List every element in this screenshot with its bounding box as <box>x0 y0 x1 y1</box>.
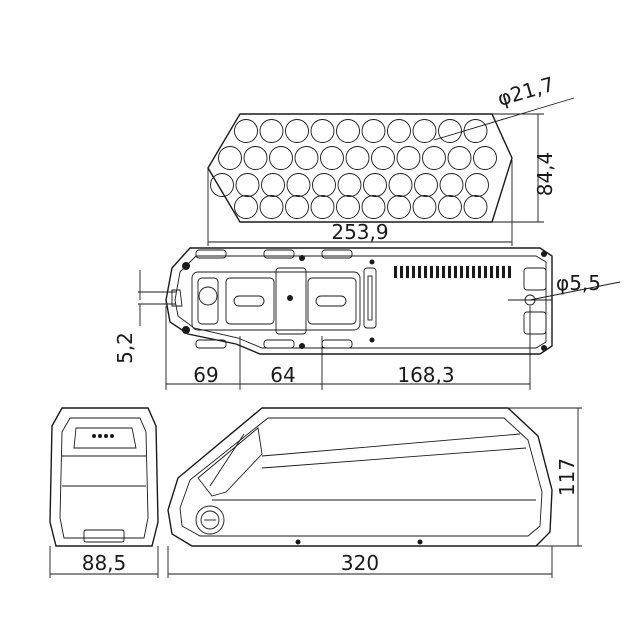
battery-cell <box>414 173 438 197</box>
battery-cell <box>387 195 411 219</box>
battery-cell <box>438 119 462 143</box>
fin <box>430 266 433 278</box>
cell-pack-view: 84,4 φ21,7 253,9 <box>207 72 575 246</box>
connector-top <box>523 267 547 291</box>
fin <box>478 266 481 278</box>
lock-cylinder <box>171 289 183 307</box>
fin <box>418 266 421 278</box>
battery-cell <box>412 119 437 143</box>
fin <box>502 266 505 278</box>
battery-cell <box>345 146 370 170</box>
battery-cell <box>361 195 386 219</box>
battery-cell <box>363 173 387 197</box>
battery-cell <box>243 146 268 170</box>
side-length-label: 320 <box>341 551 379 575</box>
fin <box>442 266 445 278</box>
fin <box>424 266 427 278</box>
battery-cell <box>235 173 260 197</box>
battery-cell <box>285 119 309 143</box>
side-view-outline <box>167 407 553 547</box>
battery-cell <box>463 195 488 219</box>
battery-cell <box>387 119 411 143</box>
fin <box>484 266 487 278</box>
battery-cell <box>261 173 285 197</box>
hole-diameter-label: φ5,5 <box>556 271 601 295</box>
cell-pack-height-label: 84,4 <box>533 152 557 197</box>
battery-cell <box>396 146 421 170</box>
end-view-outline <box>49 407 159 547</box>
battery-cell <box>234 119 258 143</box>
battery-cell <box>412 195 437 219</box>
battery-cell <box>447 146 472 170</box>
battery-cell <box>218 146 242 170</box>
side-view: 117 320 <box>167 407 582 578</box>
bracket-hole <box>198 286 218 306</box>
battery-cell <box>312 173 336 197</box>
handle-cutout <box>197 427 263 497</box>
battery-cell <box>371 146 395 170</box>
battery-cell <box>463 119 488 143</box>
battery-cell <box>210 173 234 197</box>
fin <box>508 266 511 278</box>
top-view-outline <box>165 247 553 355</box>
battery-cell <box>234 195 258 219</box>
fin <box>472 266 475 278</box>
segment-b-label: 64 <box>270 363 295 387</box>
end-width-label: 88,5 <box>82 551 127 575</box>
fin <box>406 266 409 278</box>
battery-cell <box>422 146 446 170</box>
battery-cell <box>259 195 284 219</box>
battery-cell <box>269 146 293 170</box>
offset-label: 5,2 <box>113 332 137 364</box>
battery-cell <box>465 173 489 197</box>
battery-cell <box>310 195 335 219</box>
battery-cell <box>337 173 362 197</box>
center-screw <box>287 295 293 301</box>
battery-cell <box>438 195 462 219</box>
fin <box>490 266 493 278</box>
cell-diameter-label: φ21,7 <box>495 72 557 111</box>
battery-cell <box>473 146 497 170</box>
key-lock <box>195 505 225 535</box>
battery-cell <box>286 173 311 197</box>
side-height-label: 117 <box>555 458 579 496</box>
battery-cell <box>259 119 284 143</box>
fin <box>496 266 499 278</box>
fin <box>412 266 415 278</box>
fin <box>448 266 451 278</box>
top-view: φ5,5 5,2 69 64 168,3 <box>113 247 621 390</box>
cell-pack-length-label: 253,9 <box>331 220 388 244</box>
battery-cell <box>294 146 319 170</box>
battery-cell <box>320 146 344 170</box>
battery-cell <box>310 119 335 143</box>
end-view: 88,5 <box>49 407 159 578</box>
cell-grid <box>210 119 497 219</box>
segment-a-label: 69 <box>193 363 218 387</box>
fin <box>436 266 439 278</box>
battery-cell <box>336 119 360 143</box>
cooling-fins <box>394 266 511 278</box>
screws <box>182 251 547 351</box>
battery-cell <box>285 195 309 219</box>
segment-c-label: 168,3 <box>397 363 454 387</box>
fin <box>466 266 469 278</box>
side-screws <box>295 539 423 545</box>
slot-left <box>233 295 265 307</box>
battery-cell <box>336 195 360 219</box>
connector-bottom <box>523 311 547 335</box>
battery-cell <box>439 173 464 197</box>
fin <box>454 266 457 278</box>
slot-right <box>315 295 347 307</box>
battery-cell <box>361 119 386 143</box>
led-indicators <box>92 434 114 438</box>
fin <box>460 266 463 278</box>
fin <box>400 266 403 278</box>
fin <box>394 266 397 278</box>
battery-cell <box>388 173 413 197</box>
